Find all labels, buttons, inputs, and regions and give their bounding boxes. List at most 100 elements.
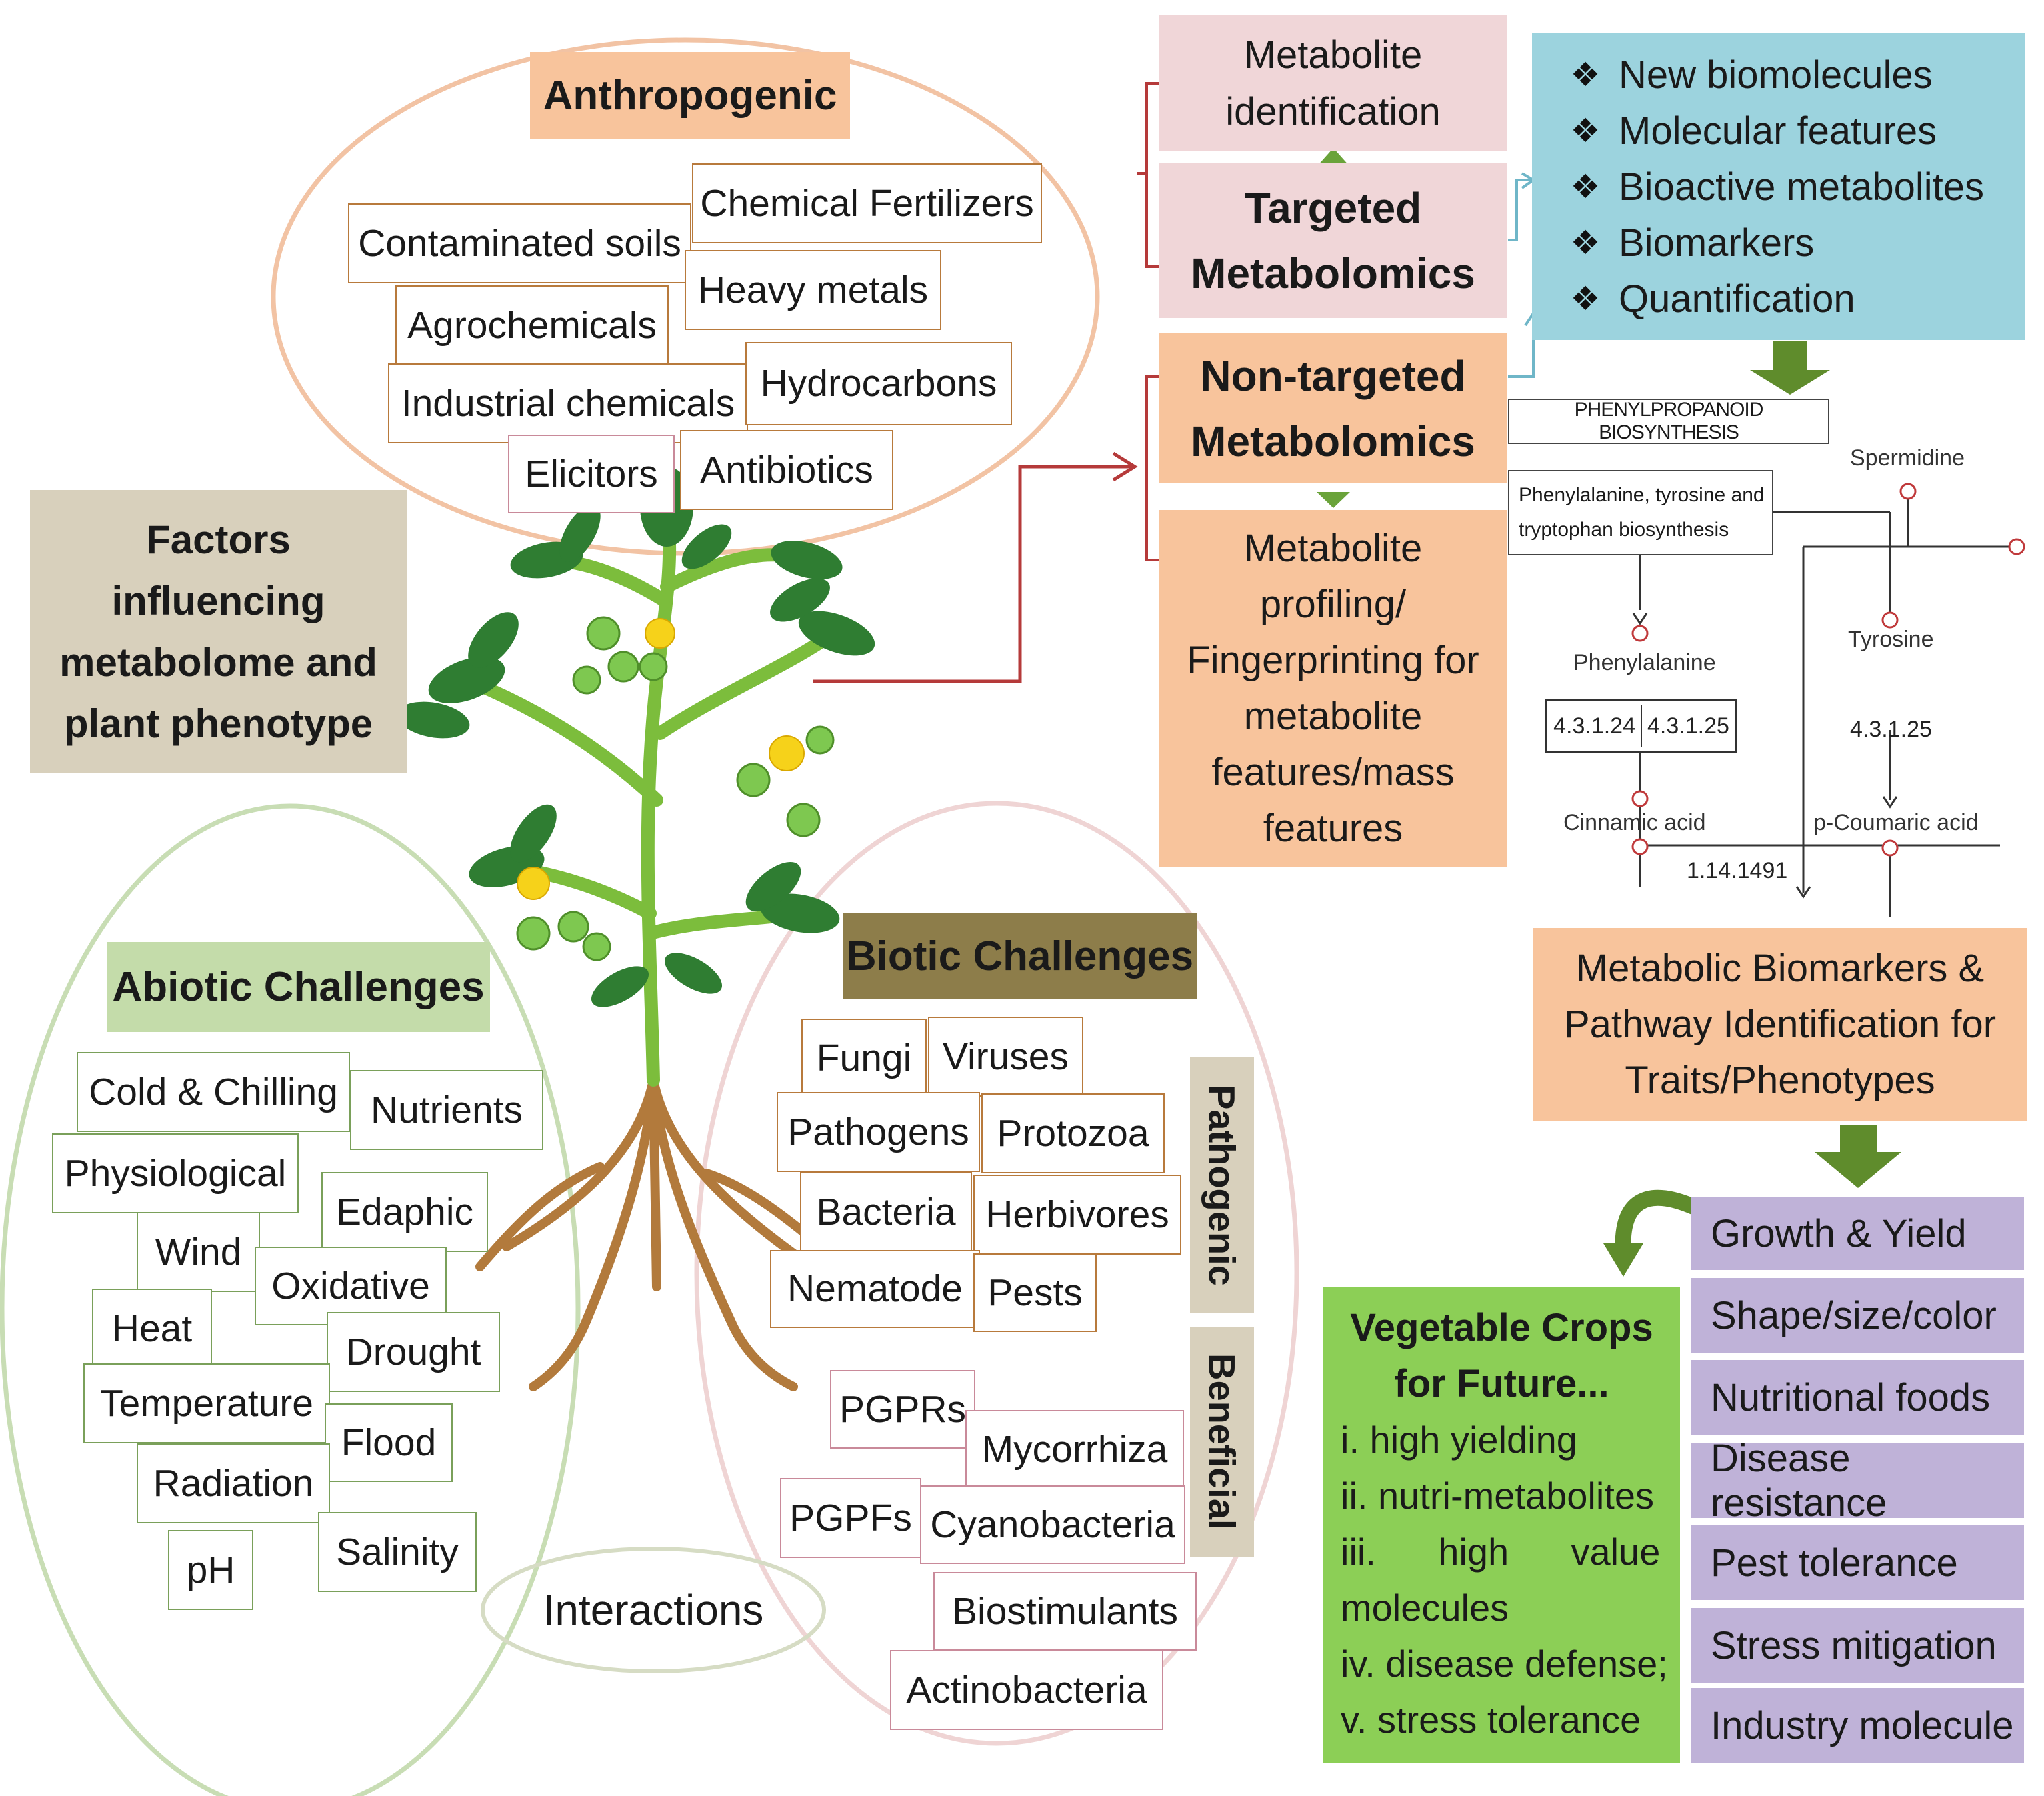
trait-item: Growth & Yield xyxy=(1691,1197,2024,1270)
pathway-source-box: Phenylalanine, tyrosine and tryptophan b… xyxy=(1508,470,1773,555)
tyrosine-label: Tyrosine xyxy=(1848,627,1934,652)
outcomes-box: ❖ New biomolecules ❖ Molecular features ❖ B… xyxy=(1532,33,2025,340)
profiling-line: Fingerprinting for xyxy=(1187,638,1479,682)
non-targeted-line: Metabolomics xyxy=(1191,417,1475,465)
anthropogenic-item: Chemical Fertilizers xyxy=(692,163,1042,243)
outcome-text: Biomarkers xyxy=(1619,221,1815,265)
targeted-metabolomics-box: Targeted Metabolomics xyxy=(1159,163,1507,318)
anthropogenic-item: Agrochemicals xyxy=(395,285,669,365)
vegetable-item: i. high yielding xyxy=(1341,1419,1577,1461)
abiotic-item: Cold & Chilling xyxy=(77,1052,350,1132)
pathogenic-label-panel: Pathogenic xyxy=(1190,1057,1254,1313)
up-arrow-green xyxy=(1317,148,1350,167)
biomarkers-line: Pathway Identification for xyxy=(1563,1003,1997,1046)
anthropogenic-item: Elicitors xyxy=(508,435,675,513)
identification-line: identification xyxy=(1225,89,1441,133)
outcome-item: ❖ Bioactive metabolites xyxy=(1552,159,1984,215)
outcome-text: Molecular features xyxy=(1619,109,1937,153)
vegetable-title-line: for Future... xyxy=(1394,1362,1609,1405)
diamond-bullet-icon: ❖ xyxy=(1570,168,1601,205)
spermidine-label: Spermidine xyxy=(1850,445,1965,471)
trait-item: Nutritional foods xyxy=(1691,1360,2024,1435)
interactions-label: Interactions xyxy=(543,1586,764,1634)
beneficial-item: Biostimulants xyxy=(933,1572,1197,1651)
metabolite-identification-box: Metabolite identification xyxy=(1159,15,1507,151)
non-targeted-line: Non-targeted xyxy=(1200,351,1466,400)
abiotic-item: Salinity xyxy=(318,1512,477,1592)
nontargeted-to-outcomes-connector xyxy=(1508,313,1535,378)
abiotic-item: Radiation xyxy=(137,1443,330,1523)
abiotic-item: Nutrients xyxy=(350,1070,543,1150)
pathogenic-item: Nematode xyxy=(770,1250,980,1328)
factors-title-panel: Factors influencing metabolome and plant… xyxy=(30,490,407,773)
beneficial-item: Actinobacteria xyxy=(890,1650,1163,1730)
pathogenic-item: Bacteria xyxy=(800,1172,972,1252)
vegetable-item: iii. high value xyxy=(1341,1531,1661,1573)
metabolite-profiling-box: Metabolite profiling/ Fingerprinting for… xyxy=(1159,510,1507,867)
enzyme-label: 4.3.1.25 xyxy=(1647,713,1729,739)
profiling-line: features/mass xyxy=(1211,750,1455,794)
trait-item: Disease resistance xyxy=(1691,1437,2024,1525)
pathogenic-item: Viruses xyxy=(928,1017,1083,1097)
plant-roots xyxy=(475,1075,818,1391)
biomarkers-line: Traits/Phenotypes xyxy=(1625,1059,1935,1102)
diamond-bullet-icon: ❖ xyxy=(1570,56,1601,93)
abiotic-title: Abiotic Challenges xyxy=(107,942,490,1032)
beneficial-item: PGPFs xyxy=(780,1478,921,1558)
diamond-bullet-icon: ❖ xyxy=(1570,112,1601,149)
pathogenic-item: Pathogens xyxy=(777,1092,980,1172)
biotic-ellipse xyxy=(694,801,1299,1746)
abiotic-item: Temperature xyxy=(83,1363,330,1443)
abiotic-item: Heat xyxy=(92,1289,212,1369)
enzyme-label: 4.3.1.25 xyxy=(1850,717,1932,742)
factors-title-line: plant phenotype xyxy=(63,701,373,746)
vegetable-item: iv. disease defense; xyxy=(1341,1643,1668,1685)
profiling-line: metabolite xyxy=(1243,694,1423,738)
abiotic-item: pH xyxy=(168,1530,253,1610)
diamond-bullet-icon: ❖ xyxy=(1570,224,1601,261)
pathogenic-item: Fungi xyxy=(801,1019,927,1097)
outcome-text: Quantification xyxy=(1619,277,1855,321)
pathway-nodes xyxy=(1631,483,2025,857)
pathogenic-label: Pathogenic xyxy=(1201,1084,1243,1286)
cinnamic-label: Cinnamic acid xyxy=(1563,810,1706,835)
pathway-source-line: Phenylalanine, tyrosine and xyxy=(1519,484,1765,506)
targeted-to-outcomes-connector xyxy=(1508,179,1533,241)
pathway-source-line: tryptophan biosynthesis xyxy=(1519,519,1729,541)
trait-item: Shape/size/color xyxy=(1691,1278,2024,1353)
anthropogenic-title-text: Anthropogenic xyxy=(543,72,837,119)
trait-item: Pest tolerance xyxy=(1691,1525,2024,1600)
outcome-item: ❖ Biomarkers xyxy=(1552,215,1984,271)
diamond-bullet-icon: ❖ xyxy=(1570,280,1601,317)
plant-fruits xyxy=(516,616,835,961)
enzyme-box: 4.3.1.24 4.3.1.25 xyxy=(1545,699,1737,753)
outcome-text: Bioactive metabolites xyxy=(1619,165,1985,209)
vegetable-title-line: Vegetable Crops xyxy=(1350,1306,1653,1349)
trait-item: Industry molecule xyxy=(1691,1688,2024,1763)
pathogenic-item: Pests xyxy=(973,1253,1097,1332)
vegetable-crops-box: Vegetable Crops for Future... i. high yi… xyxy=(1323,1287,1680,1763)
metabolomics-bracket xyxy=(1137,82,1160,268)
beneficial-item: Cyanobacteria xyxy=(920,1485,1185,1564)
biomarkers-down-arrow xyxy=(1815,1125,1901,1188)
pathway-title: PHENYLPROPANOID BIOSYNTHESIS xyxy=(1574,399,1764,443)
outcome-item: ❖ Molecular features xyxy=(1552,103,1984,159)
anthropogenic-item: Heavy metals xyxy=(685,250,941,330)
anthropogenic-title: Anthropogenic xyxy=(530,52,850,139)
abiotic-item: Edaphic xyxy=(321,1172,488,1252)
pathogenic-item: Herbivores xyxy=(973,1175,1181,1255)
outcome-text: New biomolecules xyxy=(1619,53,1933,97)
biotic-title-text: Biotic Challenges xyxy=(846,933,1194,979)
profiling-line: features xyxy=(1263,806,1403,850)
vegetable-item: molecules xyxy=(1341,1587,1509,1629)
vegetable-item: ii. nutri-metabolites xyxy=(1341,1475,1654,1517)
anthropogenic-item: Hydrocarbons xyxy=(745,342,1012,425)
non-targeted-metabolomics-box: Non-targeted Metabolomics xyxy=(1159,333,1507,483)
outcome-item: ❖ New biomolecules xyxy=(1552,47,1984,103)
abiotic-item: Flood xyxy=(325,1403,453,1482)
coumaric-label: p-Coumaric acid xyxy=(1813,810,1979,835)
targeted-line: Metabolomics xyxy=(1191,249,1475,297)
abiotic-ellipse xyxy=(0,803,581,1796)
beneficial-item: PGPRs xyxy=(830,1370,975,1449)
